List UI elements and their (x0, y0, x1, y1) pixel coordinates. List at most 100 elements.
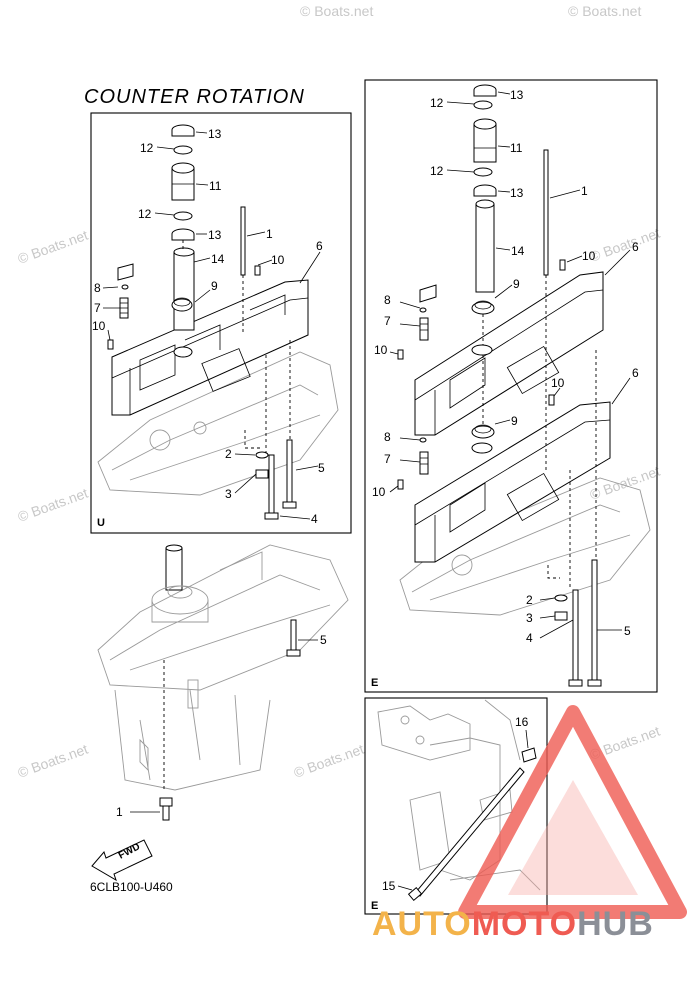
part-5-bolt-mid (286, 619, 301, 657)
diagram-title: COUNTER ROTATION (84, 86, 305, 108)
callout-12: 12 (430, 96, 444, 110)
part-code: 6CLB100-U460 (90, 880, 173, 894)
upper-casing-u (111, 279, 309, 416)
part-8-oring-e-low (419, 437, 427, 443)
callout-3: 3 (225, 487, 232, 501)
upper-casing-e-top (414, 271, 604, 436)
callout-3: 3 (526, 611, 533, 625)
part-11-sleeve-e (473, 118, 497, 163)
part-12-washer-u-low (173, 211, 193, 221)
part-5-bolt-e (587, 559, 602, 687)
callout-10: 10 (372, 485, 386, 499)
panel-e-bottom-mark: E (371, 900, 378, 912)
watermark-text: © Boats.net (588, 225, 663, 265)
part-10-pin-u-left (107, 339, 114, 350)
brand-logo-triangle-icon (458, 705, 687, 919)
part-14-tube-u (173, 247, 195, 331)
part-8-oring-e (419, 307, 427, 313)
part-13-bushing-u-top (171, 124, 195, 137)
callout-1: 1 (581, 184, 588, 198)
watermark-text: © Boats.net (16, 741, 91, 781)
callouts-e: 13 12 11 12 13 1 14 10 6 9 8 7 10 10 6 9… (372, 88, 639, 645)
part-13-bushing-e-low (473, 184, 497, 197)
part-1-stud-u (240, 206, 246, 335)
part-7-fitting-u (119, 297, 129, 319)
callout-16: 16 (515, 715, 529, 729)
callout-6: 6 (632, 240, 639, 254)
part-12-washer-e-low (473, 167, 493, 177)
part-10-pin-e-top-right (559, 259, 566, 271)
lower-casing-assembly (97, 544, 349, 791)
part-4-bolt-u (264, 454, 279, 520)
bracket-assembly-ghost (377, 699, 541, 891)
watermark-text: © Boats.net (16, 485, 91, 525)
callout-7: 7 (384, 452, 391, 466)
callout-5: 5 (318, 461, 325, 475)
callout-4: 4 (311, 512, 318, 526)
part-13-bushing-u-low (171, 228, 195, 241)
callout-10: 10 (551, 376, 565, 390)
brand-part-3: HUB (577, 905, 654, 943)
callout-13: 13 (510, 186, 524, 200)
part-8-bracket-u (117, 263, 134, 281)
callout-13: 13 (208, 228, 222, 242)
lower-case-ghost-u (97, 351, 339, 496)
callout-12: 12 (138, 207, 152, 221)
part-4-bolt-e (568, 589, 583, 687)
callouts-u: 13 12 11 12 13 14 1 9 10 6 8 7 10 2 3 5 … (92, 127, 325, 526)
callout-4: 4 (526, 631, 533, 645)
watermark-text: © Boats.net (568, 3, 641, 19)
callout-8: 8 (94, 281, 101, 295)
callout-11: 11 (510, 141, 523, 155)
callout-14: 14 (211, 252, 225, 266)
part-10-pin-u-right (254, 265, 261, 276)
fwd-arrow-icon (91, 839, 153, 882)
callout-10: 10 (271, 253, 285, 267)
upper-casing-e-bottom (414, 401, 611, 563)
callout-1: 1 (116, 805, 123, 819)
part-10-pin-e-low-left (397, 479, 404, 490)
callout-15: 15 (382, 879, 396, 893)
part-14-tube-e (475, 199, 495, 293)
callout-10: 10 (92, 319, 106, 333)
callout-11: 11 (209, 179, 222, 193)
watermark-text: © Boats.net (16, 227, 91, 267)
part-1-bolt-lower (159, 797, 173, 821)
part-16-nut (521, 747, 537, 763)
watermark-text: © Boats.net (300, 3, 373, 19)
part-2-washer-e (554, 594, 568, 602)
part-5-bolt-u (282, 439, 297, 509)
panel-u-frame (90, 112, 352, 534)
part-9-seal-u (171, 297, 193, 312)
callout-7: 7 (94, 301, 101, 315)
part-2-washer-u (255, 451, 269, 459)
callout-8: 8 (384, 293, 391, 307)
callout-7: 7 (384, 314, 391, 328)
part-8-bracket-e (419, 284, 437, 303)
panel-e-main-mark: E (371, 677, 378, 689)
panel-u-mark: U (97, 517, 105, 529)
watermark-text: © Boats.net (292, 741, 367, 781)
brand-logo: AUTOMOTOHUB (372, 905, 654, 944)
brand-part-1: AUTO (372, 905, 472, 943)
part-13-bushing-e-top (473, 84, 497, 97)
callout-2: 2 (526, 593, 533, 607)
part-8-oring-u (121, 284, 129, 290)
callout-10: 10 (374, 343, 388, 357)
part-15-bolt (407, 767, 525, 901)
part-11-sleeve-u (171, 162, 195, 201)
watermark-text: © Boats.net (588, 463, 663, 503)
callout-6: 6 (316, 239, 323, 253)
callout-8: 8 (384, 430, 391, 444)
part-12-washer-u-top (173, 145, 193, 155)
callout-5: 5 (624, 624, 631, 638)
callout-5: 5 (320, 633, 327, 647)
part-9-seal-e-low (471, 424, 495, 439)
callout-10: 10 (582, 249, 596, 263)
callout-9: 9 (511, 414, 518, 428)
callout-9: 9 (211, 279, 218, 293)
part-7-fitting-e-low (419, 451, 429, 475)
part-12-washer-e-top (473, 100, 493, 110)
panel-e-bottom-frame (364, 697, 548, 915)
